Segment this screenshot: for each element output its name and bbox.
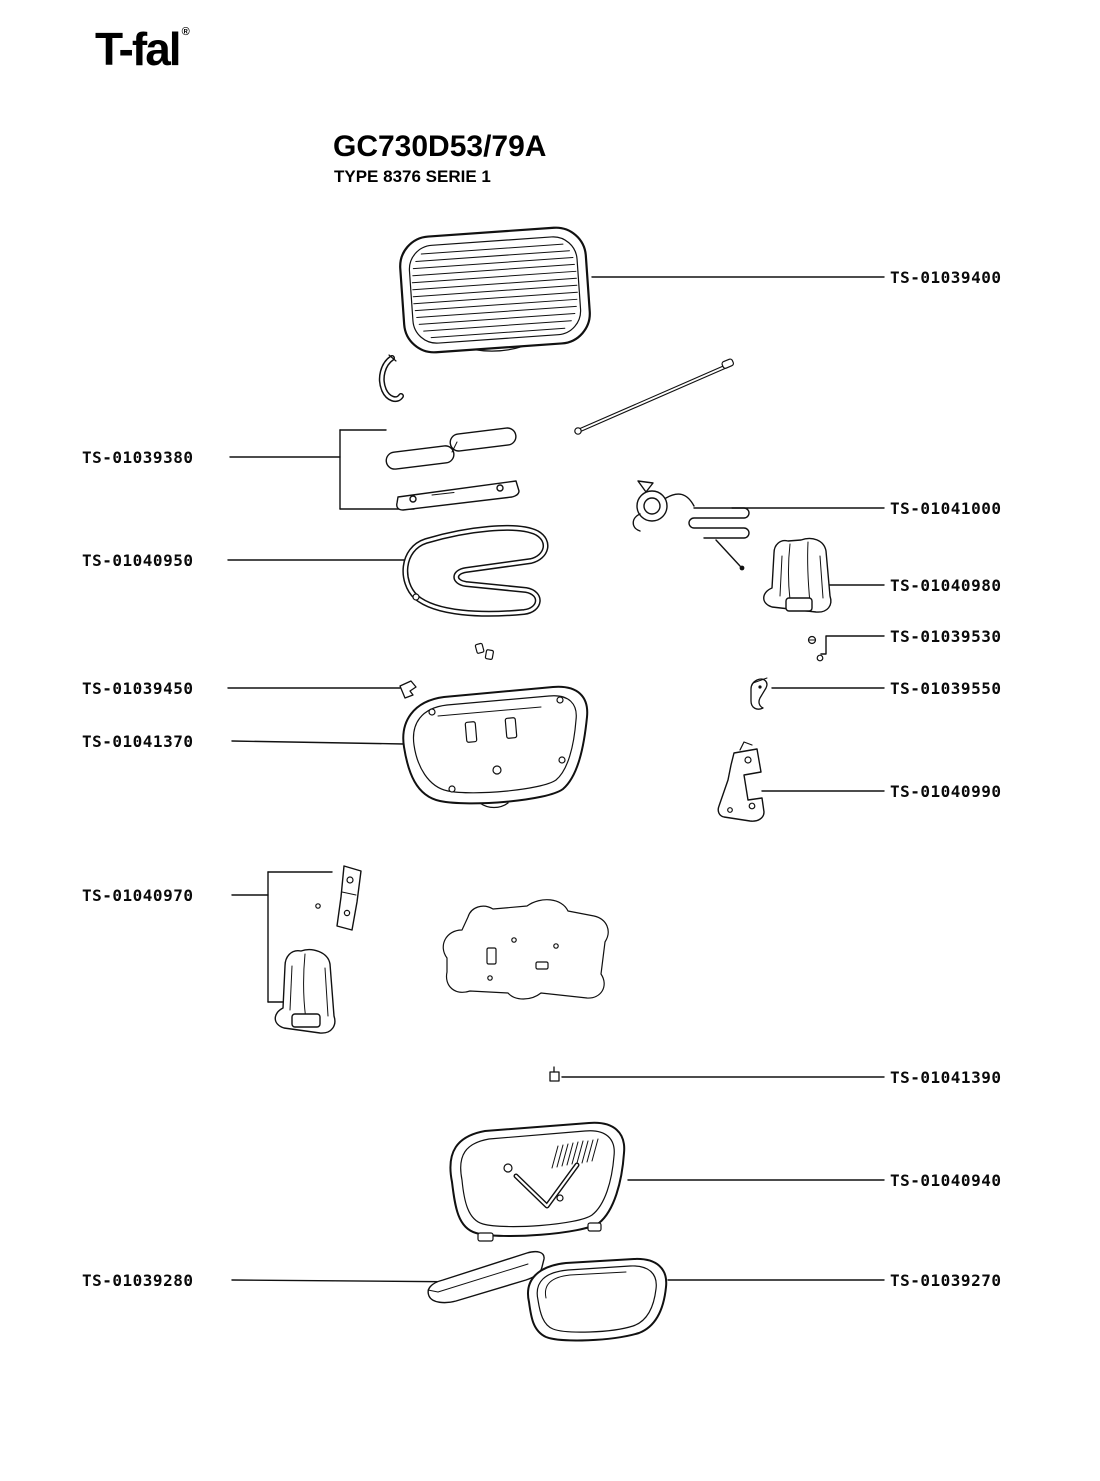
part-number-label: TS-01039550 (890, 679, 1002, 698)
part-number-label: TS-01040980 (890, 576, 1002, 595)
leader-lines (227, 276, 885, 1283)
part-trim-strip (427, 1250, 545, 1304)
part-number-label: TS-01039450 (82, 679, 194, 698)
part-plate-frame (402, 685, 589, 809)
part-number-label: TS-01039270 (890, 1271, 1002, 1290)
part-number-label: TS-01040940 (890, 1171, 1002, 1190)
part-number-label: TS-01041370 (82, 732, 194, 751)
part-heating-element (402, 524, 549, 617)
part-screws (807, 635, 824, 662)
part-number-label: TS-01039280 (82, 1271, 194, 1290)
part-handle-assembly (385, 427, 520, 511)
part-clip (399, 680, 417, 699)
registered-mark: ® (181, 25, 190, 38)
part-number-label: TS-01039530 (890, 627, 1002, 646)
part-number-label: TS-01040990 (890, 782, 1002, 801)
part-cord-hook (378, 354, 404, 403)
model-title: GC730D53/79A (333, 130, 547, 163)
part-insulation-sheet (442, 899, 609, 1000)
part-number-label: TS-01041390 (890, 1068, 1002, 1087)
part-thermostat-element (632, 480, 750, 571)
part-hinge-bracket (717, 741, 765, 822)
part-number-label: TS-01039400 (890, 268, 1002, 287)
part-number-label: TS-01039380 (82, 448, 194, 467)
part-foot-small (549, 1066, 560, 1082)
part-hinge-housing-left (274, 948, 336, 1034)
part-latch-lever (750, 677, 768, 710)
part-number-label: TS-01040950 (82, 551, 194, 570)
part-spit-rod (574, 358, 734, 435)
part-small-clips (474, 642, 494, 660)
part-number-label: TS-01041000 (890, 499, 1002, 518)
part-side-plate (315, 865, 362, 931)
brand-logo: T-fal® (95, 22, 190, 76)
part-base-plate (449, 1121, 626, 1242)
brand-logo-text: T-fal (95, 23, 182, 75)
part-grill-plate (399, 226, 591, 354)
part-bottom-tray (527, 1257, 668, 1342)
model-subtitle: TYPE 8376 SERIE 1 (334, 167, 491, 186)
part-hinge-housing-right (763, 537, 832, 613)
part-number-label: TS-01040970 (82, 886, 194, 905)
